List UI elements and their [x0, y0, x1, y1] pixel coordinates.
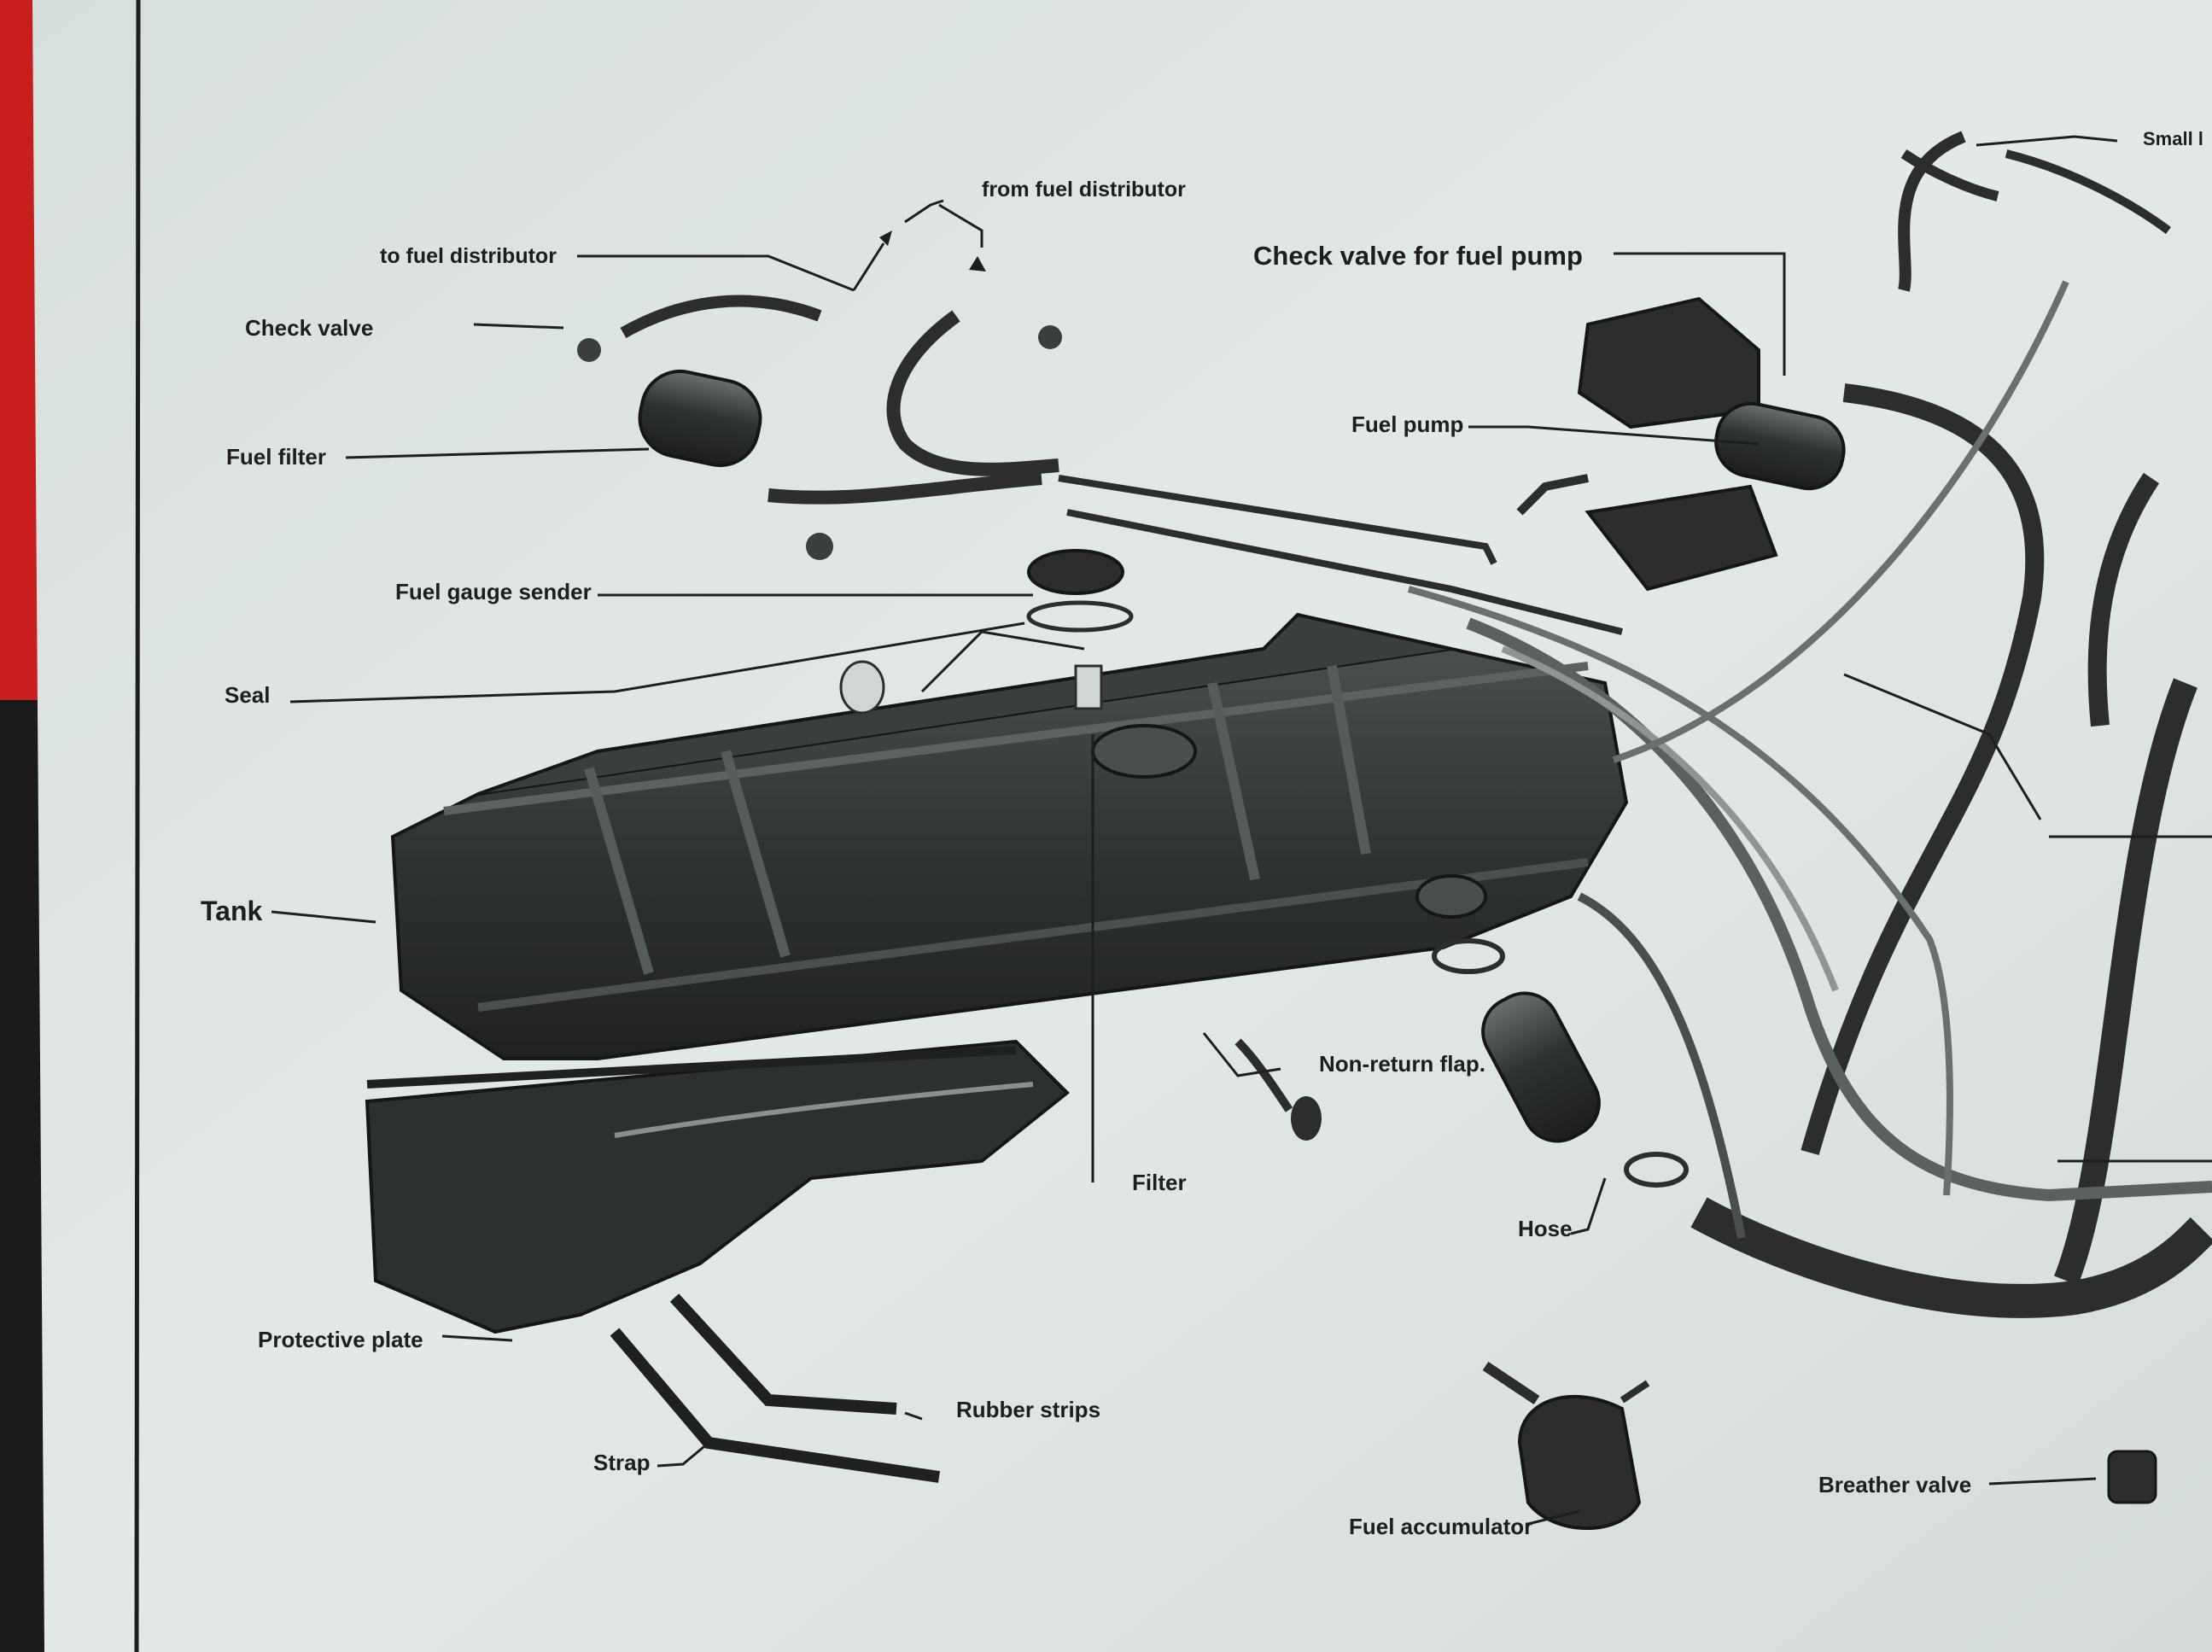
leader-lines [271, 135, 2212, 1526]
arrow-to-distributor [852, 242, 885, 291]
label-strap: Strap [593, 1450, 650, 1475]
non-return-tube-end [1291, 1096, 1322, 1141]
label-from-fuel-distributor: from fuel distributor [982, 178, 1186, 201]
protective-plate [365, 1039, 1070, 1334]
label-tank: Tank [201, 896, 263, 926]
fuel-lines [1407, 131, 2212, 1318]
label-protective-plate: Protective plate [258, 1327, 423, 1352]
label-rubber-strips: Rubber strips [956, 1397, 1100, 1422]
label-fuel-accumulator: Fuel accumulator [1349, 1514, 1532, 1539]
label-fuel-gauge-sender: Fuel gauge sender [395, 579, 592, 604]
page-border-line [134, 0, 141, 1652]
label-fuel-filter: Fuel filter [226, 444, 326, 470]
fuel-accumulator-assembly [1432, 938, 1689, 1530]
label-fuel-pump: Fuel pump [1351, 412, 1463, 437]
fuel-filter-assembly [577, 295, 1623, 635]
label-check-valve-for-fuel-pump: Check valve for fuel pump [1253, 241, 1583, 271]
label-to-fuel-distributor: to fuel distributor [380, 244, 557, 268]
label-check-valve: Check valve [245, 315, 373, 341]
label-seal: Seal [225, 682, 271, 708]
breather-valve [2107, 1450, 2157, 1504]
label-hose: Hose [1518, 1216, 1573, 1241]
label-filter: Filter [1132, 1170, 1187, 1195]
fuel-pump-assembly [1516, 296, 1846, 592]
arrow-head-from-distributor [969, 256, 986, 271]
fuel-gauge-sender [839, 549, 1134, 715]
label-breather-valve: Breather valve [1818, 1472, 1971, 1497]
arrow-head-to-distributor [879, 231, 892, 246]
label-non-return-flap: Non-return flap. [1319, 1051, 1485, 1077]
label-small-cut: Small l [2143, 128, 2203, 149]
fuel-tank [390, 612, 1629, 1060]
